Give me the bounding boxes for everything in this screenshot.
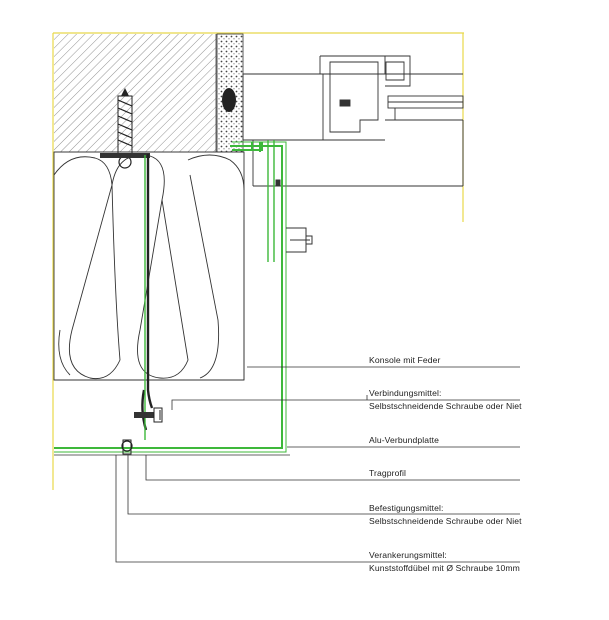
leader-lines: [115, 366, 520, 563]
anchor-screw-icon: [100, 88, 150, 169]
connection-screw-icon: [134, 407, 163, 423]
callout-befestigungsmittel-title: Befestigungsmittel:: [369, 503, 444, 513]
callout-konsole: Konsole mit Feder: [369, 355, 440, 365]
callout-tragprofil: Tragprofil: [369, 468, 406, 478]
callout-labels: Konsole mit Feder Verbindungsmittel: Sel…: [369, 355, 522, 573]
callout-verankerungsmittel-title: Verankerungsmittel:: [369, 550, 447, 560]
alu-composite-panel: [54, 140, 287, 453]
callout-befestigungsmittel-desc: Selbstschneidende Schraube oder Niet: [369, 516, 522, 526]
callout-alu-verbundplatte: Alu-Verbundplatte: [369, 435, 439, 445]
callout-verbindungsmittel-title: Verbindungsmittel:: [369, 388, 442, 398]
window-insulation-strip: [216, 33, 244, 153]
hatched-masonry-wall: [54, 34, 217, 153]
fastening-screw-icon: [121, 439, 133, 455]
callout-verankerungsmittel-desc: Kunststoffdübel mit Ø Schraube 10mm: [369, 563, 520, 573]
panel-clip: [275, 179, 313, 253]
console-bracket: [141, 154, 154, 431]
window-frame-profile: [242, 55, 464, 187]
callout-verbindungsmittel-desc: Selbstschneidende Schraube oder Niet: [369, 401, 522, 411]
